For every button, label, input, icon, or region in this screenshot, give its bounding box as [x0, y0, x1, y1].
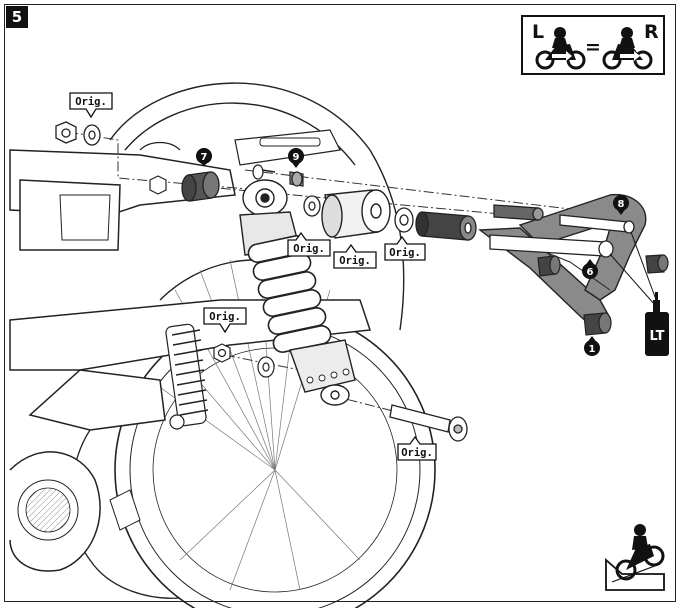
left-shock-spring [165, 323, 209, 430]
svg-text:7: 7 [201, 152, 208, 163]
rods [489, 204, 635, 258]
orig-nut-lower [213, 343, 275, 378]
svg-text:Orig.: Orig. [209, 311, 241, 323]
threadlocker-bottle-icon: LT [645, 292, 669, 356]
svg-text:Orig.: Orig. [401, 447, 433, 459]
orig-washer-right [394, 207, 414, 233]
diagram-frame [4, 4, 676, 602]
part-9-bolt-washer [252, 164, 304, 187]
frame-bolt-hex [149, 175, 167, 195]
rubber-bushings [537, 254, 669, 336]
motorcycle-right-icon [602, 27, 653, 70]
arrow-icon [552, 51, 572, 61]
part-number-6: 6 [582, 259, 598, 279]
svg-text:L: L [532, 21, 544, 43]
svg-text:Orig.: Orig. [339, 255, 371, 267]
side-indicator-box: L R = [521, 15, 665, 75]
orig-washer-middle [303, 195, 321, 217]
spacer-sleeve-large [321, 189, 391, 239]
svg-text:9: 9 [293, 152, 300, 163]
rear-shock-absorber [239, 179, 356, 406]
orig-nut-and-washer-top [55, 121, 101, 146]
svg-text:6: 6 [587, 267, 594, 278]
svg-text:8: 8 [618, 199, 625, 210]
part-number-9: 9 [288, 148, 304, 168]
motorcycle-rider-ramp-icon [605, 524, 665, 591]
svg-text:=: = [585, 36, 601, 58]
orig-label-2: Orig. [287, 231, 331, 257]
part-number-1: 1 [584, 336, 600, 356]
step-number-badge: 5 [6, 6, 28, 28]
part-7-bushing [181, 171, 220, 202]
orig-label-3: Orig. [333, 243, 377, 269]
svg-text:Orig.: Orig. [389, 247, 421, 259]
orig-label-6: Orig. [397, 435, 437, 461]
orig-label-5: Orig. [203, 307, 247, 334]
svg-text:1: 1 [589, 344, 596, 355]
svg-text:LT: LT [650, 329, 665, 344]
orig-label-4: Orig. [384, 235, 426, 261]
svg-text:Orig.: Orig. [75, 96, 107, 108]
svg-text:Orig.: Orig. [293, 243, 325, 255]
orig-label-1: Orig. [69, 92, 113, 119]
part-number-7: 7 [196, 148, 212, 166]
part-number-8: 8 [613, 195, 629, 215]
threadlocker-pointer-lines [609, 231, 659, 306]
lower-mount-bolt [389, 404, 468, 442]
svg-text:R: R [644, 21, 659, 43]
dark-sleeve-tube [415, 211, 477, 241]
